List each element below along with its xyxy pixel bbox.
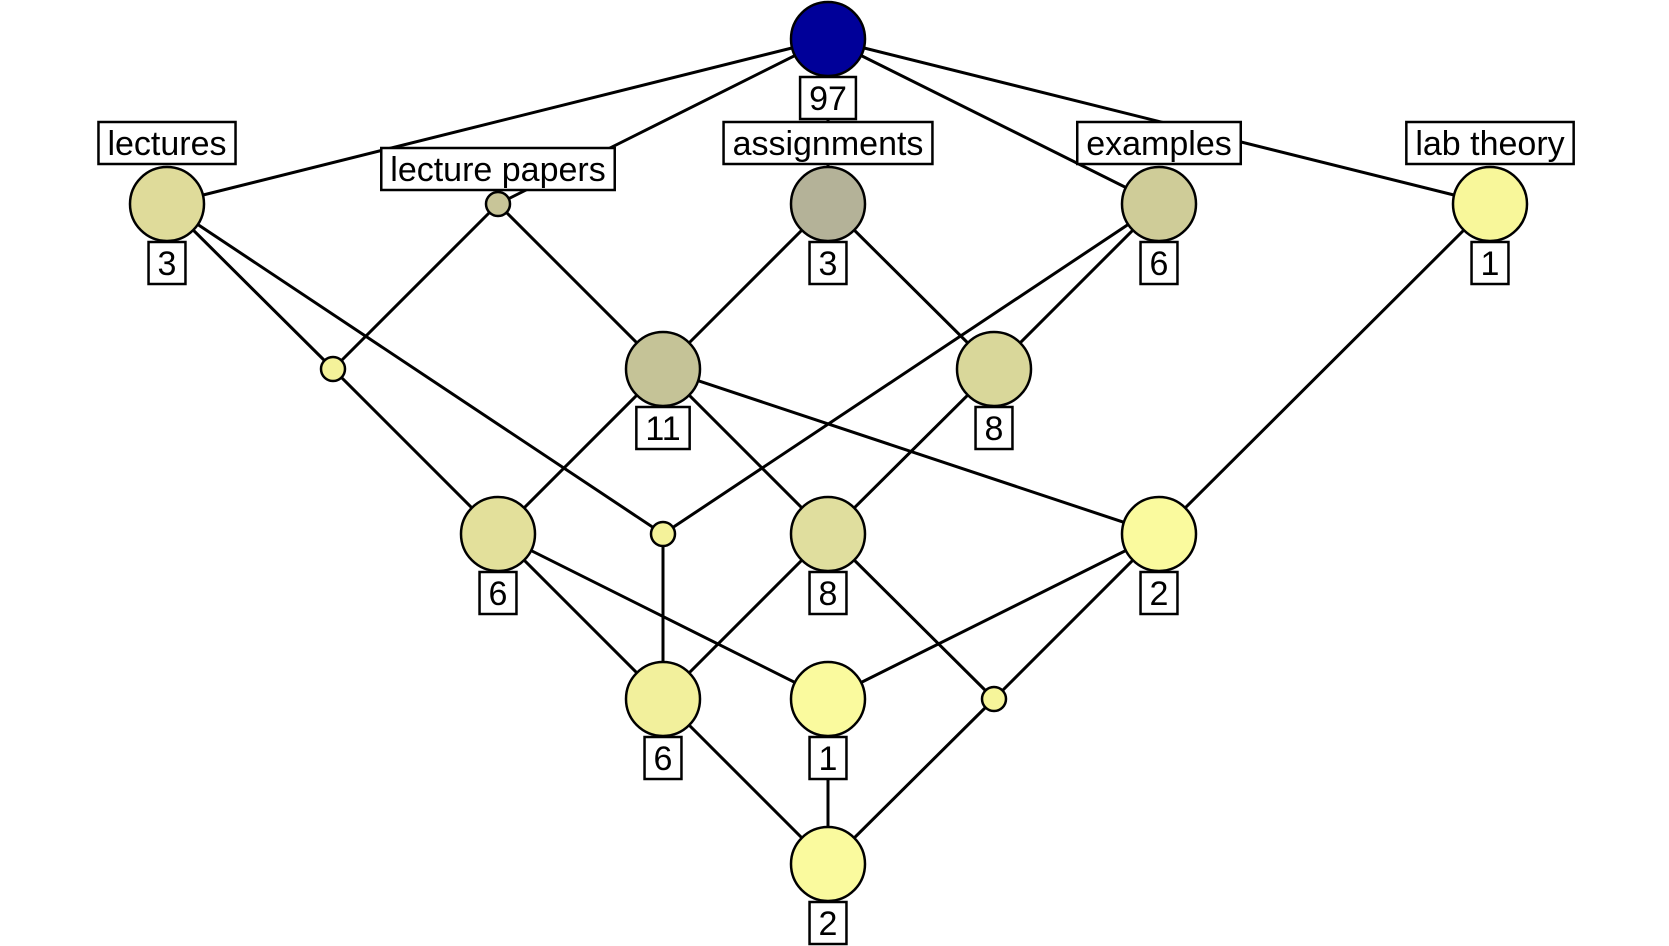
object-count-label-c: 8 xyxy=(974,405,1014,451)
object-count-label-k-text: 2 xyxy=(819,905,838,943)
concept-node-j xyxy=(980,685,1008,713)
attribute-label-lab-text: lab theory xyxy=(1415,125,1564,163)
edge-top-lec xyxy=(166,37,829,206)
edge-lab-g xyxy=(1157,202,1492,536)
object-count-label-k-box xyxy=(808,900,848,946)
edge-asg-b xyxy=(661,202,830,371)
edge-lp-a xyxy=(331,202,500,371)
object-count-label-d: 6 xyxy=(478,570,518,616)
edge-j-k xyxy=(826,697,996,866)
object-count-label-ex-text: 6 xyxy=(1150,245,1169,283)
object-count-label-lec-box xyxy=(147,240,187,286)
edge-f-h xyxy=(661,532,830,701)
attribute-label-asg-text: assignments xyxy=(733,125,924,163)
object-count-label-b-text: 11 xyxy=(645,410,680,448)
edge-a-d xyxy=(331,367,500,536)
concept-node-ex xyxy=(1120,165,1198,243)
attribute-label-lp: lecture papers xyxy=(380,146,616,192)
attribute-label-lp-box xyxy=(380,146,616,192)
attribute-label-asg-box xyxy=(722,120,934,166)
edge-h-k xyxy=(661,697,830,866)
object-count-label-lab: 1 xyxy=(1470,240,1510,286)
object-count-label-c-text: 8 xyxy=(985,410,1004,448)
object-count-label-asg: 3 xyxy=(808,240,848,286)
concept-node-lab xyxy=(1451,165,1529,243)
edge-b-d xyxy=(496,367,665,536)
concept-node-c xyxy=(955,330,1033,408)
object-count-label-h-box xyxy=(643,735,683,781)
attribute-label-lab: lab theory xyxy=(1405,120,1575,166)
attribute-label-ex-box xyxy=(1075,120,1243,166)
object-count-label-d-text: 6 xyxy=(489,575,508,613)
object-count-label-d-box xyxy=(478,570,518,616)
object-count-label-top-text: 97 xyxy=(809,80,847,118)
edge-top-ex xyxy=(827,37,1160,206)
object-count-label-g: 2 xyxy=(1139,570,1179,616)
edge-asg-c xyxy=(826,202,996,371)
edge-f-j xyxy=(826,532,996,701)
edge-lp-b xyxy=(496,202,665,371)
object-count-label-i-box xyxy=(808,735,848,781)
object-count-label-f: 8 xyxy=(808,570,848,616)
object-count-label-lab-text: 1 xyxy=(1481,245,1500,283)
edge-d-h xyxy=(496,532,665,701)
edge-lec-a xyxy=(165,202,335,371)
edge-ex-e xyxy=(662,202,1160,536)
object-count-label-b: 11 xyxy=(635,405,691,451)
concept-node-lec xyxy=(128,165,206,243)
attribute-label-lab-box xyxy=(1405,120,1575,166)
edge-c-f xyxy=(826,367,996,536)
object-count-label-top: 97 xyxy=(798,75,858,121)
concept-node-b xyxy=(624,330,702,408)
attribute-label-asg: assignments xyxy=(722,120,934,166)
attribute-label-ex: examples xyxy=(1075,120,1243,166)
concept-node-h xyxy=(624,660,702,738)
object-count-label-lab-box xyxy=(1470,240,1510,286)
object-count-label-asg-box xyxy=(808,240,848,286)
object-count-label-asg-text: 3 xyxy=(819,245,838,283)
object-count-label-ex-box xyxy=(1139,240,1179,286)
edges-layer xyxy=(165,37,1492,866)
object-count-label-i: 1 xyxy=(808,735,848,781)
concept-node-e xyxy=(649,520,677,548)
attribute-label-ex-text: examples xyxy=(1086,125,1232,163)
object-count-label-h-text: 6 xyxy=(654,740,673,778)
concept-node-asg xyxy=(789,165,867,243)
concept-node-i xyxy=(789,660,867,738)
object-count-label-k: 2 xyxy=(808,900,848,946)
object-count-label-g-text: 2 xyxy=(1150,575,1169,613)
concept-node-top xyxy=(789,0,867,78)
object-count-label-f-text: 8 xyxy=(819,575,838,613)
object-count-label-c-box xyxy=(974,405,1014,451)
concept-node-k xyxy=(789,825,867,903)
object-count-label-ex: 6 xyxy=(1139,240,1179,286)
concept-node-a xyxy=(319,355,347,383)
edge-lec-e xyxy=(166,202,664,536)
edge-ex-c xyxy=(992,202,1161,371)
edge-b-f xyxy=(661,367,830,536)
object-count-label-g-box xyxy=(1139,570,1179,616)
concept-node-d xyxy=(459,495,537,573)
attribute-label-lec-box xyxy=(97,120,237,166)
concept-node-g xyxy=(1120,495,1198,573)
object-count-label-top-box xyxy=(798,75,858,121)
object-count-label-h: 6 xyxy=(643,735,683,781)
object-count-label-lec: 3 xyxy=(147,240,187,286)
attribute-label-lec: lectures xyxy=(97,120,237,166)
edge-g-j xyxy=(992,532,1161,701)
attribute-label-lec-text: lectures xyxy=(107,125,226,163)
nodes-layer xyxy=(128,0,1529,903)
object-count-label-f-box xyxy=(808,570,848,616)
attribute-label-lp-text: lecture papers xyxy=(390,151,605,189)
edge-g-i xyxy=(827,532,1160,701)
object-count-label-i-text: 1 xyxy=(819,740,838,778)
concept-node-lp xyxy=(484,190,512,218)
object-count-label-lec-text: 3 xyxy=(158,245,177,283)
concept-node-f xyxy=(789,495,867,573)
object-count-label-b-box xyxy=(635,405,691,451)
